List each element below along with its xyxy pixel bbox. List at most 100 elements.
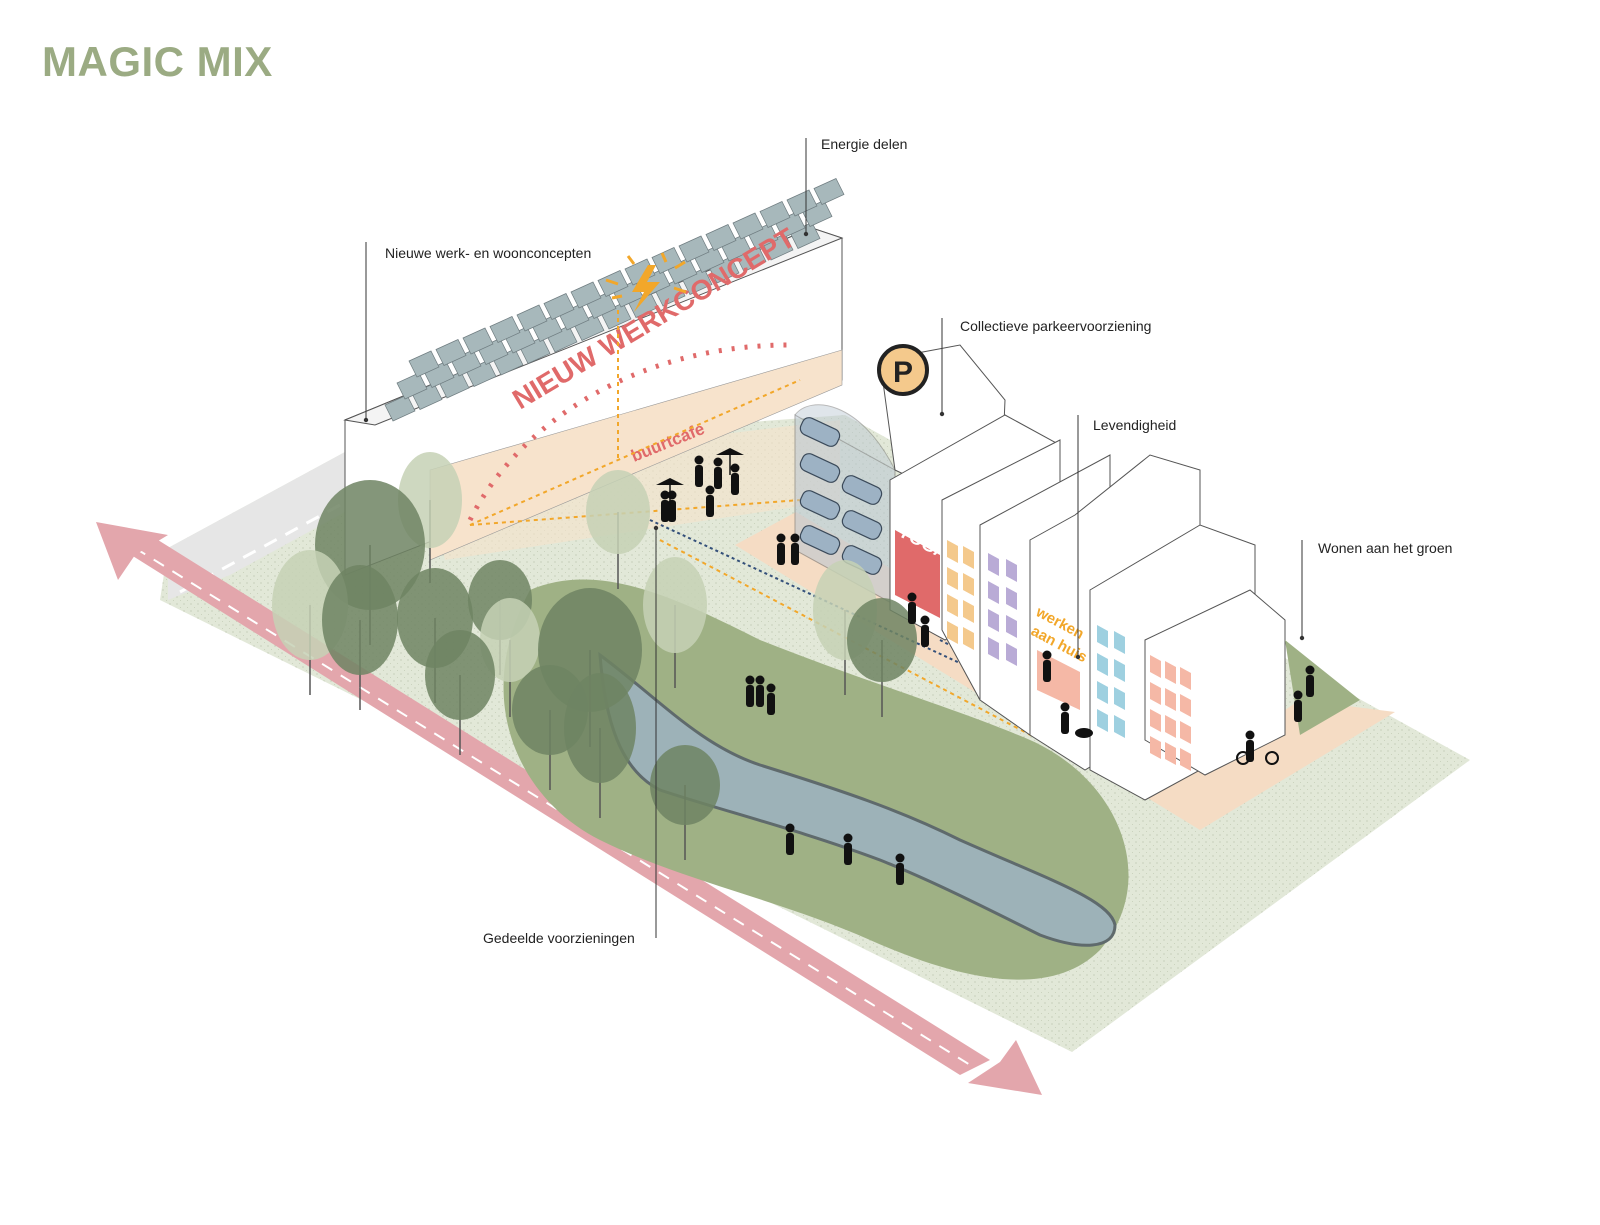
- solar-panel: [786, 189, 818, 217]
- window: [963, 573, 974, 596]
- solar-panels: [384, 178, 845, 422]
- window: [963, 627, 974, 650]
- solar-panel: [813, 178, 845, 205]
- window: [963, 600, 974, 623]
- solar-panel: [762, 233, 794, 261]
- person-icon: [667, 490, 677, 522]
- window: [1165, 715, 1176, 738]
- bicycle-icon: [1236, 751, 1279, 765]
- window: [1180, 667, 1191, 690]
- solar-panel: [477, 338, 509, 365]
- solar-panel: [384, 394, 416, 422]
- solar-panel: [759, 201, 791, 228]
- window: [988, 581, 999, 604]
- umbrella-icon: [656, 478, 684, 505]
- person-icon: [755, 675, 765, 707]
- window: [1165, 661, 1176, 684]
- solar-panel: [681, 268, 713, 295]
- solar-panel: [693, 246, 725, 273]
- window: [1006, 643, 1017, 666]
- person-icon: [705, 485, 715, 517]
- tree: [586, 470, 650, 589]
- tree: [650, 745, 720, 860]
- solar-panel: [735, 245, 767, 272]
- window: [1097, 709, 1108, 732]
- person-icon: [1245, 730, 1255, 762]
- lightning-icon: [605, 252, 687, 312]
- label-parkeervoorziening: Collectieve parkeervoorziening: [960, 318, 1152, 334]
- solar-panel: [585, 292, 617, 319]
- solar-panel: [423, 361, 455, 388]
- tree: [425, 630, 495, 755]
- solar-panel: [774, 211, 806, 239]
- solar-panel: [543, 293, 575, 320]
- solar-panel: [624, 258, 656, 286]
- window: [1150, 682, 1161, 705]
- window: [947, 621, 958, 644]
- solar-panel: [438, 371, 470, 399]
- solar-panel: [450, 349, 482, 377]
- solar-panel: [492, 348, 524, 376]
- solar-panel: [570, 281, 602, 309]
- window: [1150, 736, 1161, 759]
- trees: [272, 452, 917, 860]
- solar-panel: [732, 212, 764, 240]
- page-title: MAGIC MIX: [42, 38, 273, 85]
- solar-panel: [654, 279, 686, 307]
- person-icon: [766, 683, 776, 715]
- person-icon: [776, 533, 786, 565]
- solar-panel: [516, 304, 548, 332]
- solar-panel: [720, 234, 752, 262]
- window: [947, 594, 958, 617]
- solar-panel: [504, 326, 536, 354]
- window: [988, 637, 999, 660]
- person-icon: [660, 490, 670, 522]
- window: [1114, 631, 1125, 654]
- window: [988, 609, 999, 632]
- window: [988, 553, 999, 576]
- car-icon: [841, 510, 883, 540]
- arrow-head-right: [968, 1040, 1042, 1095]
- label-levendigheid: Levendigheid: [1093, 417, 1177, 433]
- car-icon: [799, 453, 841, 483]
- person-icon: [1060, 702, 1070, 734]
- person-icon: [920, 615, 930, 647]
- person-icon: [843, 833, 853, 865]
- window: [947, 540, 958, 563]
- window: [1180, 694, 1191, 717]
- label-wonen-groen: Wonen aan het groen: [1318, 540, 1453, 556]
- window: [1114, 687, 1125, 710]
- solar-panel: [546, 325, 578, 353]
- parking-icon: P: [877, 344, 929, 396]
- window: [963, 546, 974, 569]
- solar-panel: [558, 303, 590, 331]
- person-icon: [895, 853, 905, 885]
- window: [1150, 655, 1161, 678]
- window: [1097, 625, 1108, 648]
- person-icon: [790, 533, 800, 565]
- car-icon: [799, 525, 841, 555]
- window: [1097, 653, 1108, 676]
- solar-panel: [465, 360, 497, 387]
- person-icon: [1293, 690, 1303, 722]
- person-icon: [1305, 665, 1315, 697]
- window: [1165, 688, 1176, 711]
- label-nieuwe-concepten: Nieuwe werk- en woonconcepten: [385, 245, 592, 261]
- window: [947, 567, 958, 590]
- leader-lines: [365, 138, 1303, 938]
- solar-panel: [678, 235, 710, 263]
- tree: [564, 673, 636, 818]
- solar-panel: [600, 302, 632, 330]
- window: [1114, 715, 1125, 738]
- solar-panel: [408, 350, 440, 378]
- person-icon: [745, 675, 755, 707]
- tree: [480, 598, 540, 717]
- window: [1006, 559, 1017, 582]
- solar-panel: [708, 256, 740, 284]
- solar-panel: [519, 337, 551, 364]
- umbrella-icon: [716, 448, 744, 475]
- person-icon: [1042, 650, 1052, 682]
- tree: [322, 565, 398, 710]
- car-icon: [799, 490, 841, 520]
- person-icon: [907, 592, 917, 624]
